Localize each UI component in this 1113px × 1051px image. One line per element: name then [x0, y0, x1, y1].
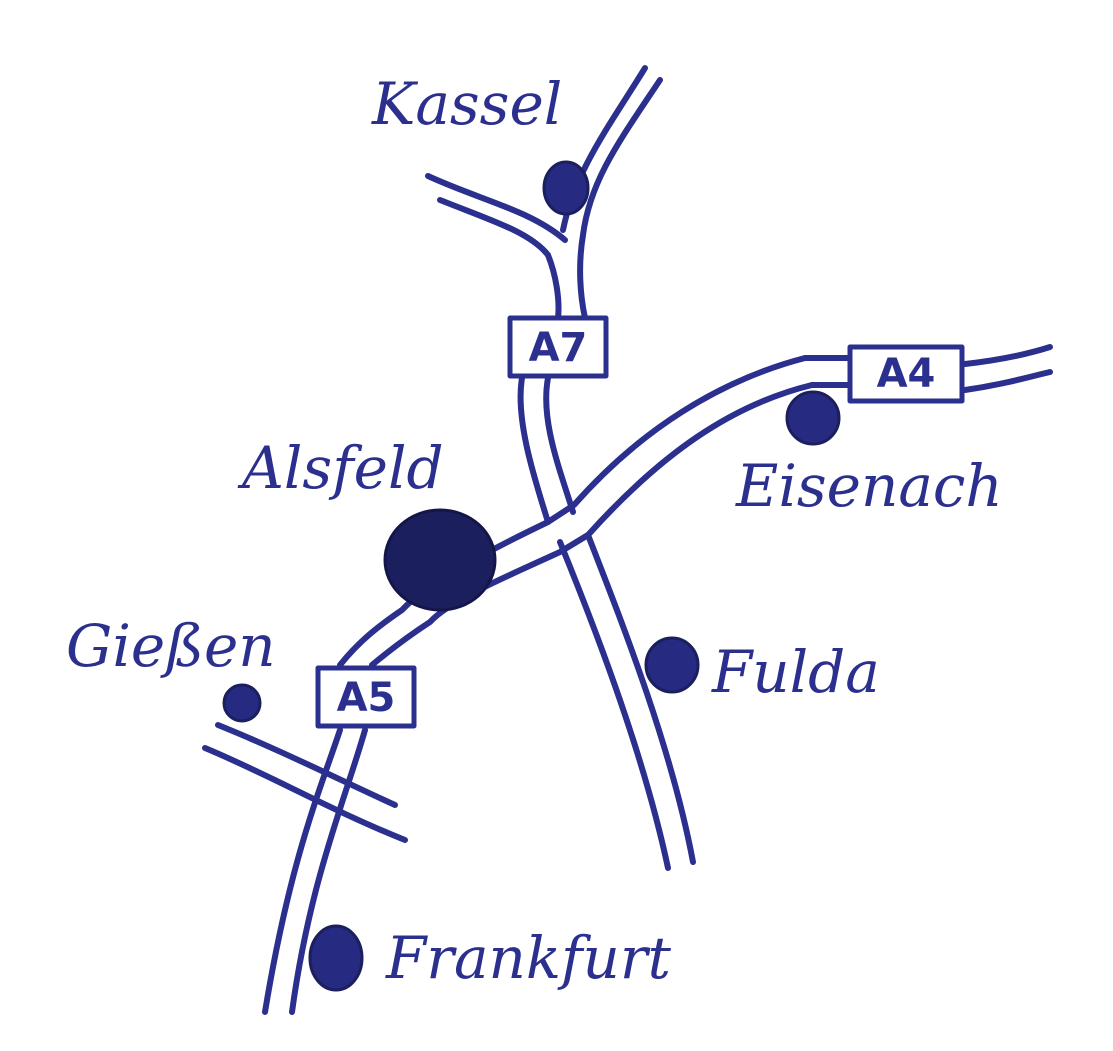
city-label-alsfeld: Alsfeld — [237, 434, 444, 502]
shield-a5: A5 — [315, 665, 417, 729]
road-a7-west-fork — [425, 173, 568, 243]
road-a7-west-fork-inner — [437, 197, 551, 258]
city-labels: Kassel Alsfeld Eisenach Gießen Fulda Fra… — [66, 70, 1003, 992]
shield-a4: A4 — [847, 344, 965, 404]
road-a7-trunk-mid-right — [543, 375, 576, 515]
city-dot-kassel — [542, 160, 590, 216]
roads — [202, 65, 1053, 1015]
city-dot-fulda — [644, 636, 700, 694]
shield-a7-label: A7 — [529, 325, 588, 371]
city-label-kassel: Kassel — [371, 70, 562, 138]
city-dot-frankfurt — [308, 924, 364, 992]
shield-a4-label: A4 — [877, 351, 936, 397]
shield-a5-label: A5 — [337, 675, 396, 721]
road-a4-diagonal-lower — [369, 382, 815, 668]
city-dot-alsfeld — [383, 508, 497, 612]
road-giessen-cross-lower — [202, 745, 408, 843]
road-a5-south-right — [289, 727, 368, 1015]
road-a7-north-right — [580, 77, 663, 238]
shield-a7: A7 — [507, 315, 609, 379]
road-a4-far-east-upper — [962, 344, 1053, 367]
city-label-fulda: Fulda — [711, 638, 880, 706]
city-label-frankfurt: Frankfurt — [385, 924, 672, 992]
road-a4-diagonal-upper — [337, 355, 808, 668]
city-label-eisenach: Eisenach — [735, 452, 1003, 520]
road-a7-trunk-upper-left — [545, 252, 562, 321]
city-dot-eisenach — [785, 390, 841, 446]
road-a5-south-left — [262, 727, 343, 1015]
city-label-giessen: Gießen — [66, 612, 276, 680]
road-a7-south-right — [585, 532, 696, 865]
city-dot-giessen — [222, 683, 262, 723]
road-a7-trunk-upper-right — [577, 232, 588, 321]
road-a7-trunk-mid-left — [517, 375, 551, 525]
road-a7-south-left — [557, 539, 671, 871]
city-dots — [222, 160, 841, 992]
shield-a7-box — [507, 315, 609, 379]
road-a4-far-east-lower — [962, 369, 1053, 393]
shield-a4-box — [847, 344, 965, 404]
road-giessen-cross-upper — [215, 722, 398, 808]
shield-a5-box — [315, 665, 417, 729]
